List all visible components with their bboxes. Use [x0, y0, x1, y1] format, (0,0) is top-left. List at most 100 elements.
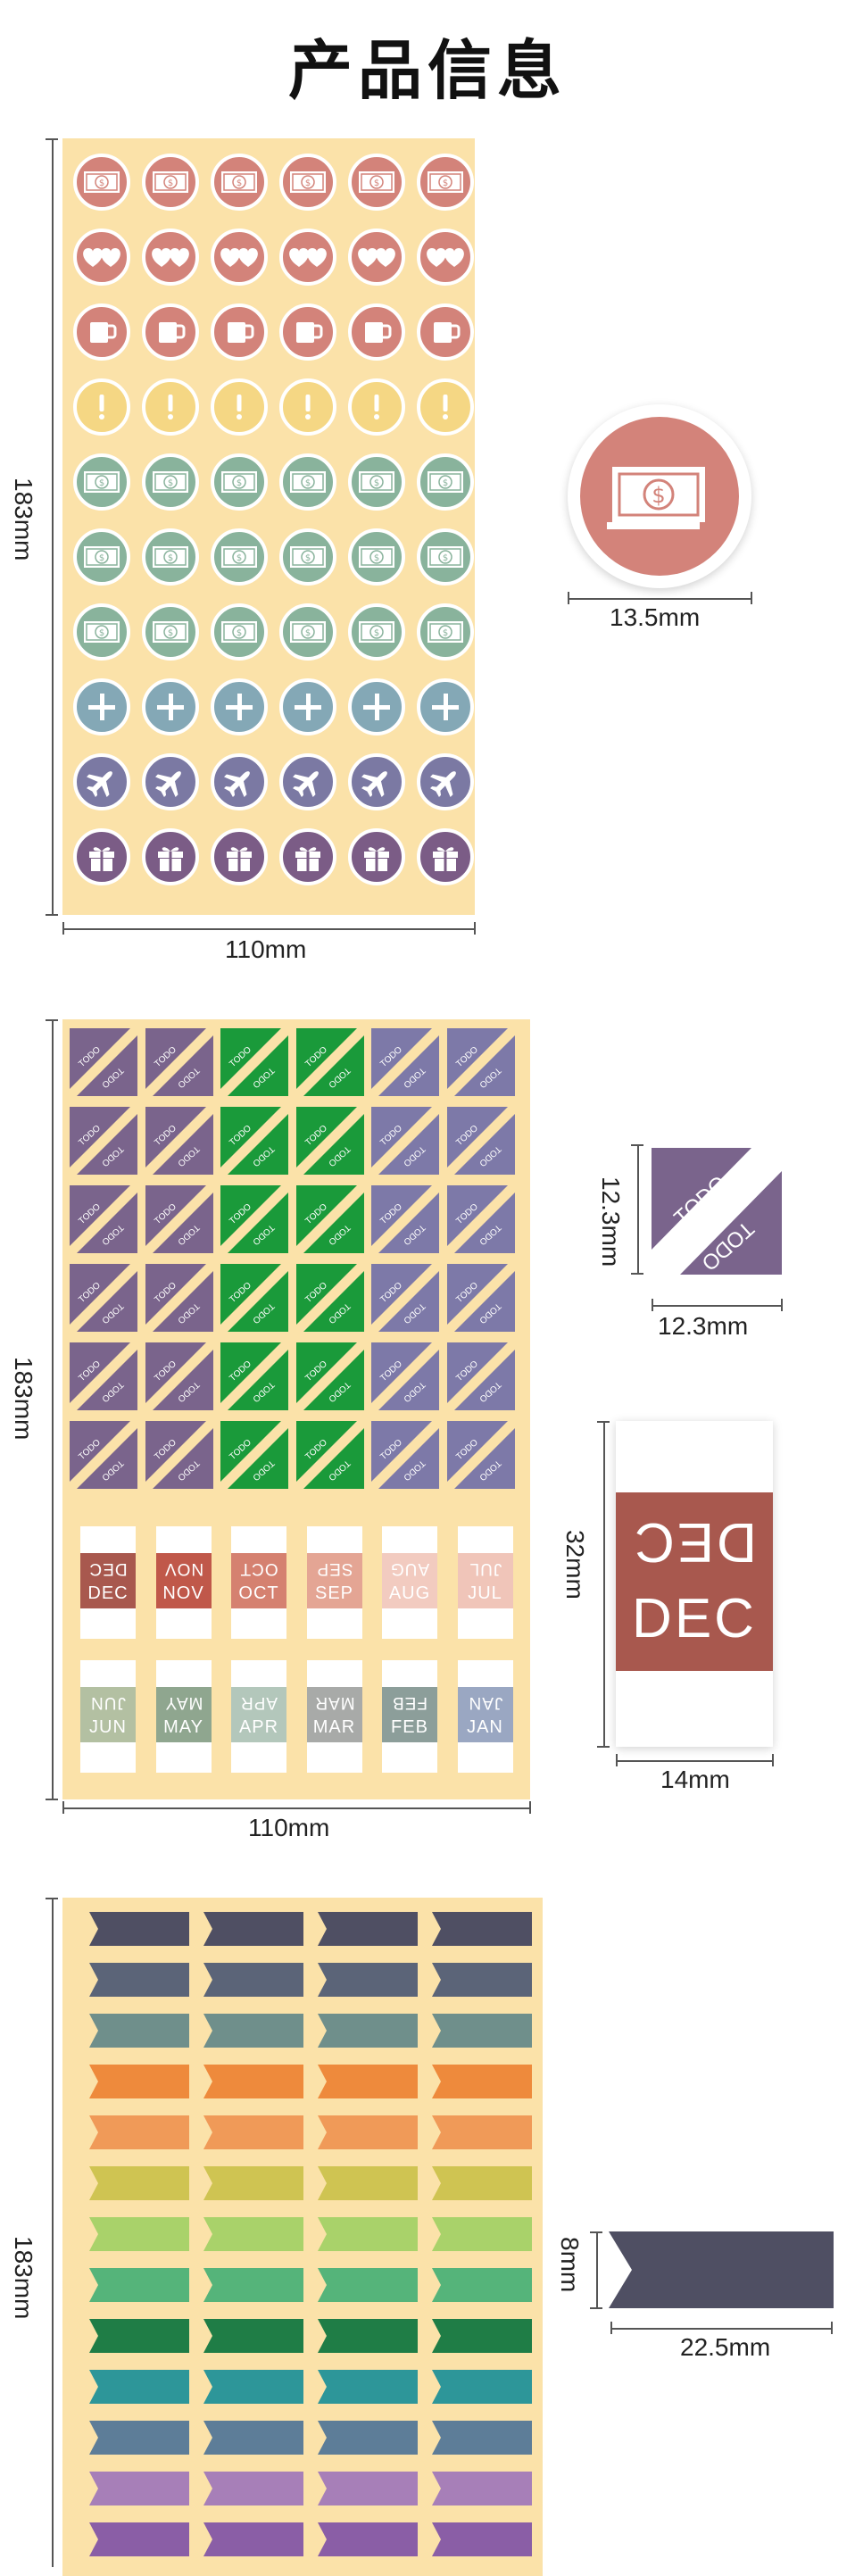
money-icon: $ [221, 546, 257, 568]
gift-icon [433, 847, 458, 871]
heart-icon [427, 248, 464, 267]
flag-sticker [203, 2268, 303, 2302]
money-icon: $ [290, 546, 326, 568]
round-sticker: $ [348, 154, 405, 211]
flag-sticker [432, 2115, 532, 2149]
round-sticker [417, 378, 474, 436]
svg-text:$: $ [237, 628, 242, 638]
flag-sticker [89, 2472, 189, 2505]
flag-sticker [432, 2268, 532, 2302]
money-icon: $ [607, 467, 705, 529]
svg-text:$: $ [168, 478, 173, 488]
width-label: 110mm [248, 1814, 330, 1841]
flag-sticker [318, 2166, 418, 2200]
round-sticker [142, 678, 199, 735]
round-sticker: $ [279, 528, 336, 586]
round-sticker [417, 303, 474, 361]
money-icon: $ [84, 471, 120, 493]
width-label: 110mm [225, 935, 307, 963]
airplane-icon [361, 771, 387, 797]
round-sticker [142, 378, 199, 436]
round-sticker [211, 678, 268, 735]
flag-sticker [318, 2522, 418, 2556]
exclamation-icon [443, 395, 448, 420]
flag-sticker [203, 2522, 303, 2556]
flag-sticker [318, 2370, 418, 2404]
mug-icon [365, 322, 392, 343]
round-sticker: $ [348, 453, 405, 511]
exclamation-icon [374, 395, 379, 420]
round-sticker [348, 378, 405, 436]
money-icon: $ [84, 171, 120, 193]
round-sticker: $ [211, 603, 268, 661]
flag-sticker [318, 2268, 418, 2302]
month-height-label: 32mm [561, 1530, 589, 1600]
svg-text:$: $ [168, 628, 173, 638]
round-sticker: $ [417, 528, 474, 586]
todo-width-label: 12.3mm [658, 1312, 749, 1340]
plus-icon [88, 694, 115, 720]
money-icon: $ [359, 171, 394, 193]
round-sticker: $ [142, 154, 199, 211]
round-sticker: $ [279, 154, 336, 211]
width-dimension-line [62, 928, 475, 930]
svg-text:$: $ [168, 553, 173, 563]
flag-sticker [203, 1912, 303, 1946]
money-icon: $ [428, 471, 463, 493]
money-icon: $ [221, 621, 257, 643]
flag-sticker [203, 2014, 303, 2048]
round-sticker [279, 753, 336, 810]
exclamation-icon [168, 395, 173, 420]
round-sticker: $ [73, 528, 130, 586]
flag-sticker [432, 2370, 532, 2404]
flag-height-label: 8mm [556, 2237, 584, 2293]
plus-icon [363, 694, 390, 720]
heart-icon [289, 248, 327, 267]
heart-icon [358, 248, 395, 267]
airplane-icon [87, 771, 112, 797]
flag-sticker [203, 2065, 303, 2098]
money-icon: $ [153, 471, 188, 493]
svg-text:$: $ [99, 628, 104, 638]
mug-icon [159, 322, 186, 343]
height-label: 183mm [10, 1357, 37, 1441]
gift-icon [89, 847, 114, 871]
round-sticker: $ [142, 603, 199, 661]
svg-text:$: $ [99, 478, 104, 488]
detail-flag-sticker [609, 2231, 834, 2308]
todo-height-label: 12.3mm [597, 1176, 625, 1267]
round-sticker: $ [142, 528, 199, 586]
mug-icon [434, 322, 461, 343]
flag-sticker [203, 2319, 303, 2353]
round-sticker [348, 229, 405, 286]
round-sticker [211, 229, 268, 286]
round-sticker [73, 678, 130, 735]
round-sticker [211, 303, 268, 361]
round-sticker [279, 303, 336, 361]
height-dimension-line [52, 138, 54, 915]
round-sticker: $ [142, 453, 199, 511]
